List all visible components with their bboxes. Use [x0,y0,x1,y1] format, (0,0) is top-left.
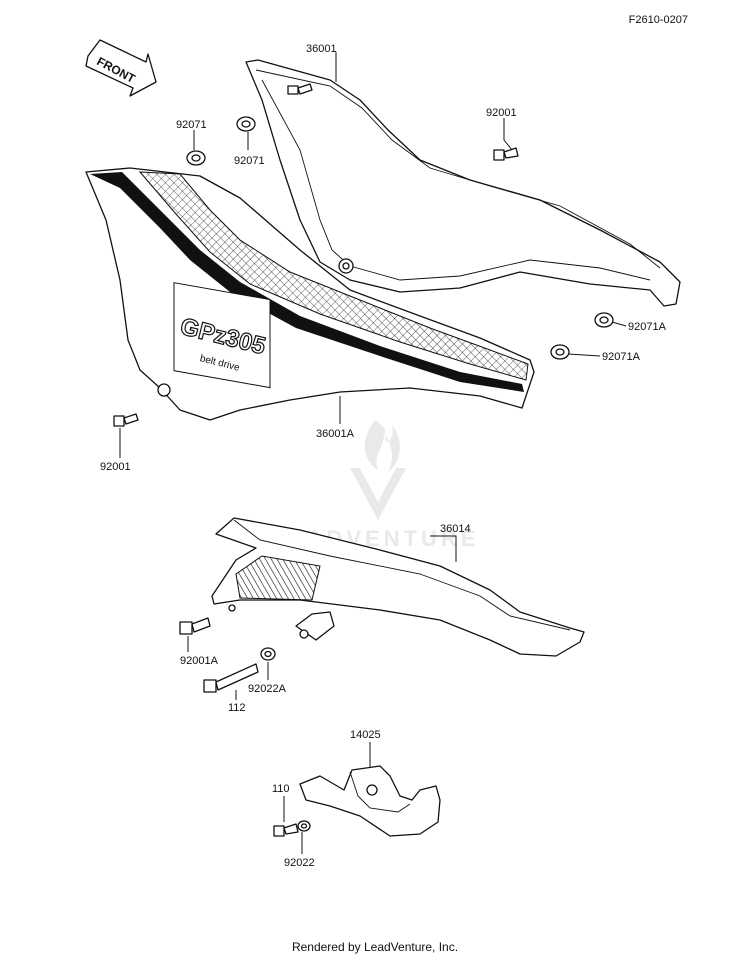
part-labels: 36001 92001 92071 92071 92071A 92071A 36… [100,43,667,869]
chain-cover-36014[interactable] [211,517,585,657]
part-label-110: 110 [272,783,290,795]
washer-92022-icon[interactable] [297,820,311,832]
grommet-92071A-lower-icon[interactable] [550,344,570,360]
grommet-92071-mid-icon[interactable] [236,116,256,132]
part-label-112: 112 [228,702,246,714]
front-direction-arrow: FRONT [85,39,157,97]
part-label-14025: 14025 [350,729,381,741]
right-side-cover-36001[interactable] [245,59,681,307]
grommet-92071-left-icon[interactable] [186,150,206,166]
part-label-92022: 92022 [284,857,315,869]
leader-lines [119,52,627,854]
screw-92001-top-left-icon[interactable] [287,83,313,95]
washer-92022A-icon[interactable] [260,647,276,661]
part-label-92001A: 92001A [180,655,219,667]
part-label-36001: 36001 [306,43,337,55]
part-label-36014: 36014 [440,523,471,535]
gpz305-decal: GPz305 belt drive [173,282,271,389]
screw-92001-right-icon[interactable] [493,147,519,161]
part-label-92071A-right: 92071A [628,321,667,333]
part-label-92001-left: 92001 [100,461,131,473]
part-label-36001A: 36001A [316,428,355,440]
part-label-92071A-lower: 92071A [602,351,641,363]
grommet-92071A-right-icon[interactable] [594,312,614,328]
screw-92001-left-icon[interactable] [113,413,139,427]
footer-credit: Rendered by LeadVenture, Inc. [291,940,459,954]
part-label-92022A: 92022A [248,683,287,695]
diagram-reference-code: F2610-0207 [628,14,688,26]
part-label-92071-left: 92071 [176,119,207,131]
part-label-92001-top: 92001 [486,107,517,119]
chain-guard-14025[interactable] [299,765,441,837]
bolt-92001A-icon[interactable] [179,617,211,635]
part-label-92071-mid: 92071 [234,155,265,167]
bolt-110-icon[interactable] [273,823,299,837]
bolt-112-icon[interactable] [203,663,259,693]
